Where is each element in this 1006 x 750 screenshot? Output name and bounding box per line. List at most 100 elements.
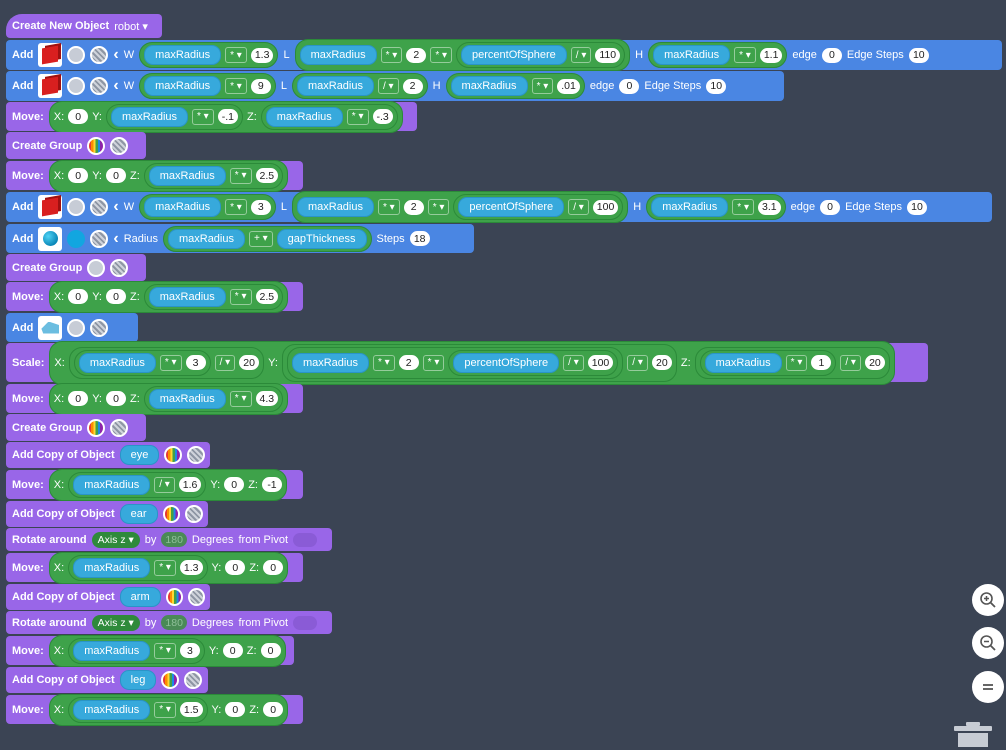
number-field[interactable]: 20 (651, 355, 672, 370)
operator-dropdown[interactable]: * ▾ (346, 108, 369, 125)
number-field[interactable]: 2 (398, 355, 419, 370)
add-shape-block[interactable]: Add (6, 313, 138, 342)
collapse-chevron-icon[interactable]: ‹ (113, 77, 119, 94)
operator-dropdown[interactable]: * ▾ (372, 354, 395, 371)
number-field[interactable]: 2 (402, 78, 423, 94)
object-variable[interactable]: leg (119, 670, 157, 690)
math-reporter[interactable]: maxRadius* ▾2.5 (143, 162, 284, 189)
operator-dropdown[interactable]: * ▾ (154, 559, 176, 576)
operator-dropdown[interactable]: / ▾ (563, 354, 584, 371)
math-reporter[interactable]: maxRadius* ▾2.5 (143, 283, 284, 310)
variable[interactable]: maxRadius (110, 106, 189, 127)
pivot-input-slot[interactable] (293, 532, 318, 547)
variable[interactable]: maxRadius (296, 197, 374, 217)
number-field[interactable]: 100 (587, 355, 614, 370)
math-reporter[interactable]: maxRadius+ ▾gapThickness (162, 225, 372, 252)
y-field[interactable]: 0 (105, 289, 126, 304)
variable[interactable]: maxRadius (291, 352, 369, 373)
zoom-in-button[interactable] (972, 584, 1004, 616)
x-field[interactable]: 0 (68, 168, 89, 183)
move-block[interactable]: Move: X:0 Y:0 Z: maxRadius* ▾2.5 (6, 159, 303, 192)
math-reporter[interactable]: maxRadius* ▾2* ▾percentOfSphere/ ▾100 (286, 346, 624, 379)
math-reporter[interactable]: maxRadius* ▾.01 (445, 73, 585, 99)
color-picker[interactable] (67, 318, 86, 337)
number-field[interactable]: 2.5 (255, 168, 279, 183)
number-field[interactable]: -.1 (217, 109, 238, 124)
math-reporter[interactable]: maxRadius* ▾1.3 (139, 42, 279, 68)
move-block[interactable]: Move: X:0 Y:0 Z: maxRadius* ▾2.5 (6, 280, 303, 313)
math-reporter[interactable]: maxRadius* ▾-.1 (105, 103, 243, 130)
variable[interactable]: maxRadius (144, 76, 222, 96)
move-block[interactable]: Move: X: maxRadius* ▾3 Y:0 Z:0 (6, 634, 294, 667)
operator-dropdown[interactable]: * ▾ (159, 354, 182, 371)
rainbow-color-icon[interactable] (87, 418, 106, 437)
hole-toggle[interactable] (90, 77, 109, 95)
edge-field[interactable]: 0 (619, 78, 640, 94)
operator-dropdown[interactable]: * ▾ (154, 701, 176, 718)
z-field[interactable]: 0 (263, 560, 284, 575)
math-reporter[interactable]: maxRadius* ▾1 (699, 349, 837, 376)
hole-toggle[interactable] (90, 46, 109, 64)
math-reporter[interactable]: maxRadius* ▾4.3 (143, 385, 284, 412)
operator-dropdown[interactable]: / ▾ (214, 354, 236, 371)
math-reporter[interactable]: maxRadius/ ▾2 (291, 73, 428, 99)
zoom-out-button[interactable] (972, 627, 1004, 659)
create-group-block[interactable]: Create Group (6, 414, 146, 441)
operator-dropdown[interactable]: * ▾ (430, 47, 453, 63)
operator-dropdown[interactable]: + ▾ (249, 230, 273, 247)
operator-dropdown[interactable]: * ▾ (380, 47, 403, 63)
math-reporter[interactable]: maxRadius* ▾-.3 (260, 103, 398, 130)
operator-dropdown[interactable]: * ▾ (229, 390, 252, 407)
number-field[interactable]: 1.5 (179, 702, 203, 717)
operator-dropdown[interactable]: * ▾ (378, 199, 400, 215)
number-field[interactable]: 20 (239, 355, 260, 370)
variable[interactable]: maxRadius (450, 76, 528, 96)
add-cube-block[interactable]: Add ‹ W maxRadius* ▾3 L maxRadius* ▾2* ▾… (6, 191, 992, 223)
hole-toggle[interactable] (90, 198, 109, 216)
cube-icon[interactable] (38, 195, 63, 219)
number-field[interactable]: 1 (811, 355, 832, 370)
variable[interactable]: maxRadius (299, 45, 377, 65)
y-field[interactable]: 0 (225, 702, 246, 717)
cube-icon[interactable] (38, 43, 63, 67)
object-variable[interactable]: arm (119, 587, 161, 607)
math-reporter[interactable]: maxRadius* ▾2* ▾percentOfSphere/ ▾110 (294, 39, 631, 71)
hole-toggle[interactable] (110, 258, 129, 277)
edge-steps-field[interactable]: 10 (908, 47, 929, 63)
operator-dropdown[interactable]: / ▾ (840, 354, 861, 371)
variable[interactable]: maxRadius (653, 45, 731, 65)
number-field[interactable]: 3 (250, 199, 271, 215)
add-copy-block[interactable]: Add Copy of Object eye (6, 442, 210, 468)
variable[interactable]: maxRadius (148, 388, 226, 409)
operator-dropdown[interactable]: * ▾ (225, 78, 247, 94)
edge-field[interactable]: 0 (820, 199, 841, 215)
move-block[interactable]: Move: X: maxRadius* ▾1.3 Y:0 Z:0 (6, 551, 303, 584)
number-field[interactable]: 3 (185, 355, 206, 370)
operator-dropdown[interactable]: * ▾ (422, 354, 445, 371)
z-field[interactable]: 0 (260, 643, 281, 658)
number-field[interactable]: 1.1 (759, 47, 783, 63)
rainbow-color-icon[interactable] (87, 136, 106, 155)
number-field[interactable]: 1.3 (179, 560, 203, 575)
math-reporter[interactable]: percentOfSphere/ ▾100 (448, 349, 619, 376)
move-block[interactable]: Move: X: maxRadius/ ▾1.6 Y:0 Z:-1 (6, 468, 303, 501)
operator-dropdown[interactable]: * ▾ (531, 78, 554, 94)
math-reporter[interactable]: maxRadius* ▾2* ▾percentOfSphere/ ▾100/ ▾… (281, 343, 677, 382)
number-field[interactable]: 9 (250, 78, 271, 94)
variable[interactable]: maxRadius (148, 165, 226, 186)
y-field[interactable]: 0 (222, 643, 243, 658)
x-field[interactable]: 0 (68, 289, 89, 304)
variable[interactable]: percentOfSphere (453, 352, 560, 373)
variable[interactable]: maxRadius (167, 228, 245, 249)
operator-dropdown[interactable]: * ▾ (225, 199, 247, 215)
math-reporter[interactable]: maxRadius* ▾1.3 (68, 554, 208, 581)
add-cube-block[interactable]: Add ‹ W maxRadius* ▾1.3 L maxRadius* ▾2*… (6, 39, 1002, 71)
edge-field[interactable]: 0 (821, 47, 842, 63)
number-field[interactable]: 2 (406, 47, 427, 63)
z-field[interactable]: 0 (263, 702, 284, 717)
operator-dropdown[interactable]: * ▾ (229, 167, 252, 184)
math-reporter[interactable]: maxRadius* ▾3/ ▾20 (68, 346, 265, 379)
add-copy-block[interactable]: Add Copy of Object ear (6, 501, 208, 527)
number-field[interactable]: -.3 (372, 109, 393, 124)
number-field[interactable]: 3 (179, 643, 200, 658)
